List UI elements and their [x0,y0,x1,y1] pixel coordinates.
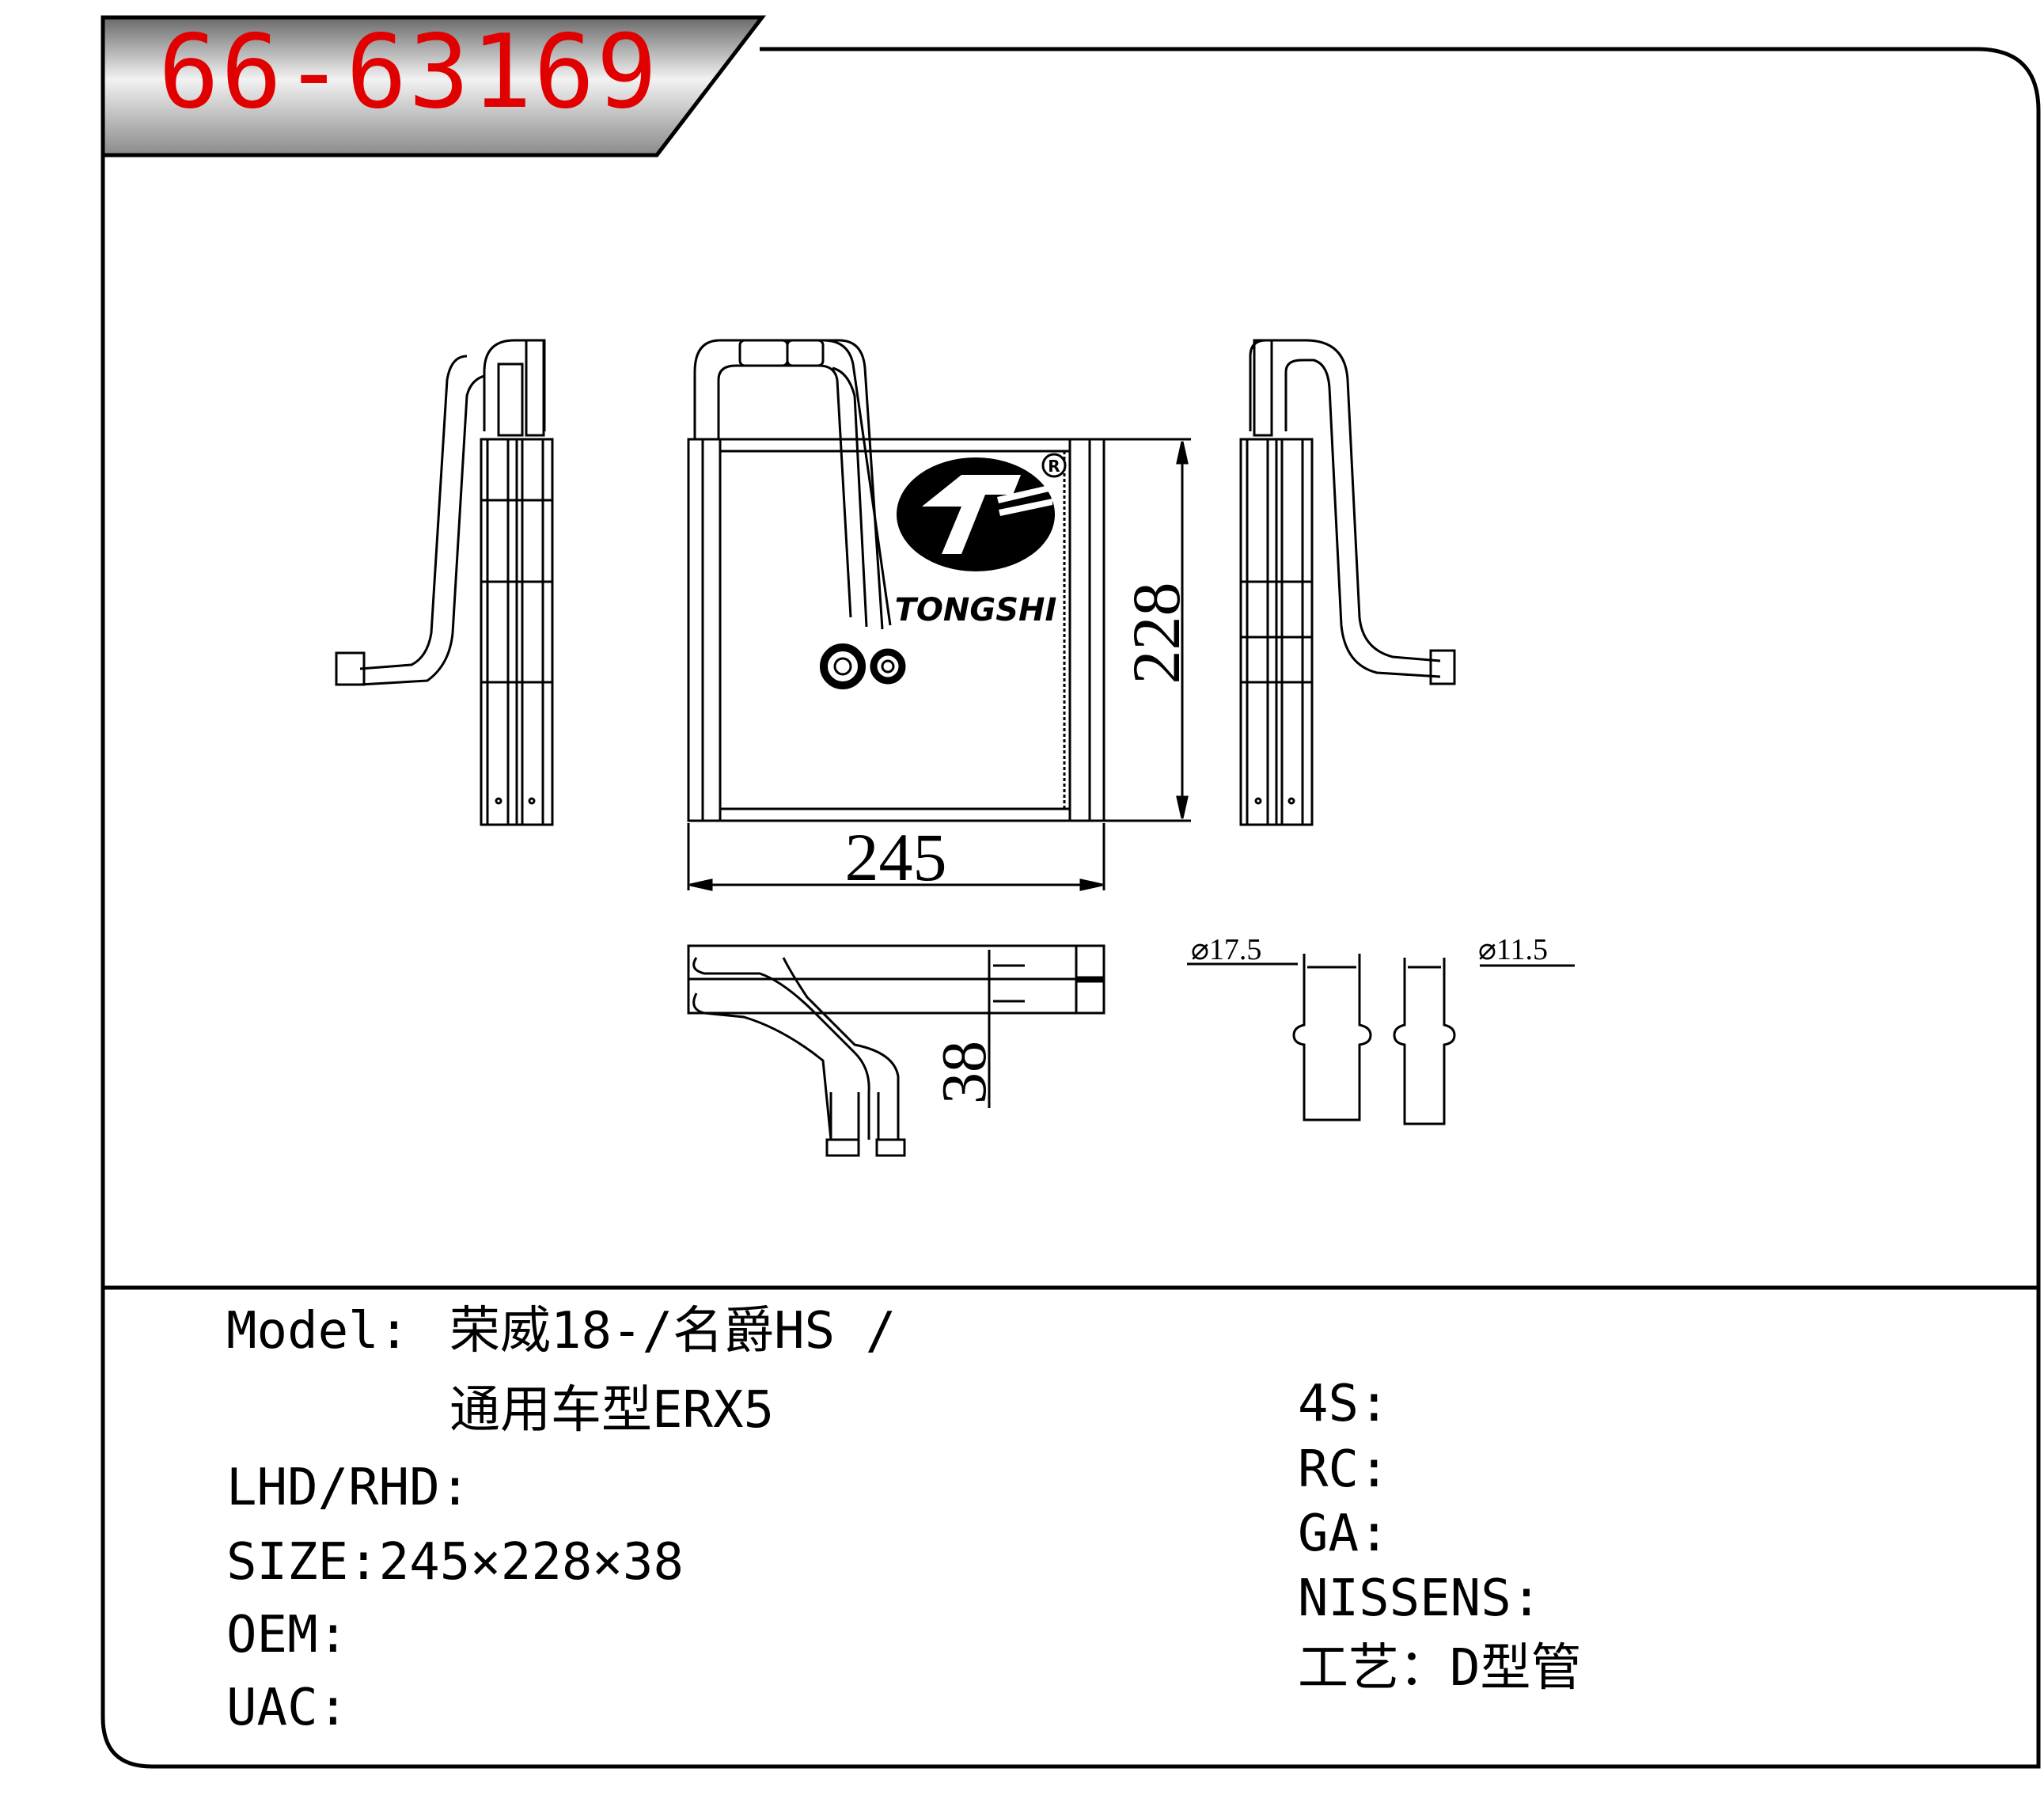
oem-label: OEM: [226,1606,349,1664]
nissens-label: NISSENS: [1298,1569,1542,1628]
model-value-line2: 通用车型ERX5 [449,1381,775,1440]
size-spec: SIZE:245×228×38 [226,1533,684,1592]
registered-mark: R [1048,457,1060,476]
pipe-diameter-17-5: ⌀17.5 [1191,933,1261,966]
right-side-view [1239,339,1456,826]
uac-label: UAC: [226,1679,349,1737]
ga-label: GA: [1298,1505,1390,1563]
lhd-rhd-label: LHD/RHD: [226,1459,471,1517]
model-label: Model: [226,1302,410,1360]
sheet-frame [100,17,2041,1769]
depth-dimension-label: 38 [930,1041,999,1104]
pipe-diameter-11-5: ⌀11.5 [1478,933,1548,966]
width-dimension [687,823,1105,891]
width-dimension-label: 245 [845,819,947,895]
brand-name: TONGSHI [895,592,1057,628]
left-side-view [335,339,554,826]
part-number: 66-63169 [158,13,659,131]
4s-label: 4S: [1298,1375,1390,1433]
part-number-banner [100,15,767,157]
pipe-fitting-17-5 [1187,954,1372,1121]
tongshi-logo: R TONGSHI [895,453,1067,628]
model-value-line1: 荣威18-/名爵HS / [449,1302,897,1360]
process-spec: 工艺：D型管 [1298,1639,1582,1698]
pipe-fitting-11-5 [1393,958,1575,1125]
top-view [687,944,1105,1157]
rc-label: RC: [1298,1440,1390,1499]
depth-dimension [988,950,1025,1108]
height-dimension [1092,438,1191,822]
front-view [687,339,1105,822]
height-dimension-label: 228 [1118,583,1194,685]
